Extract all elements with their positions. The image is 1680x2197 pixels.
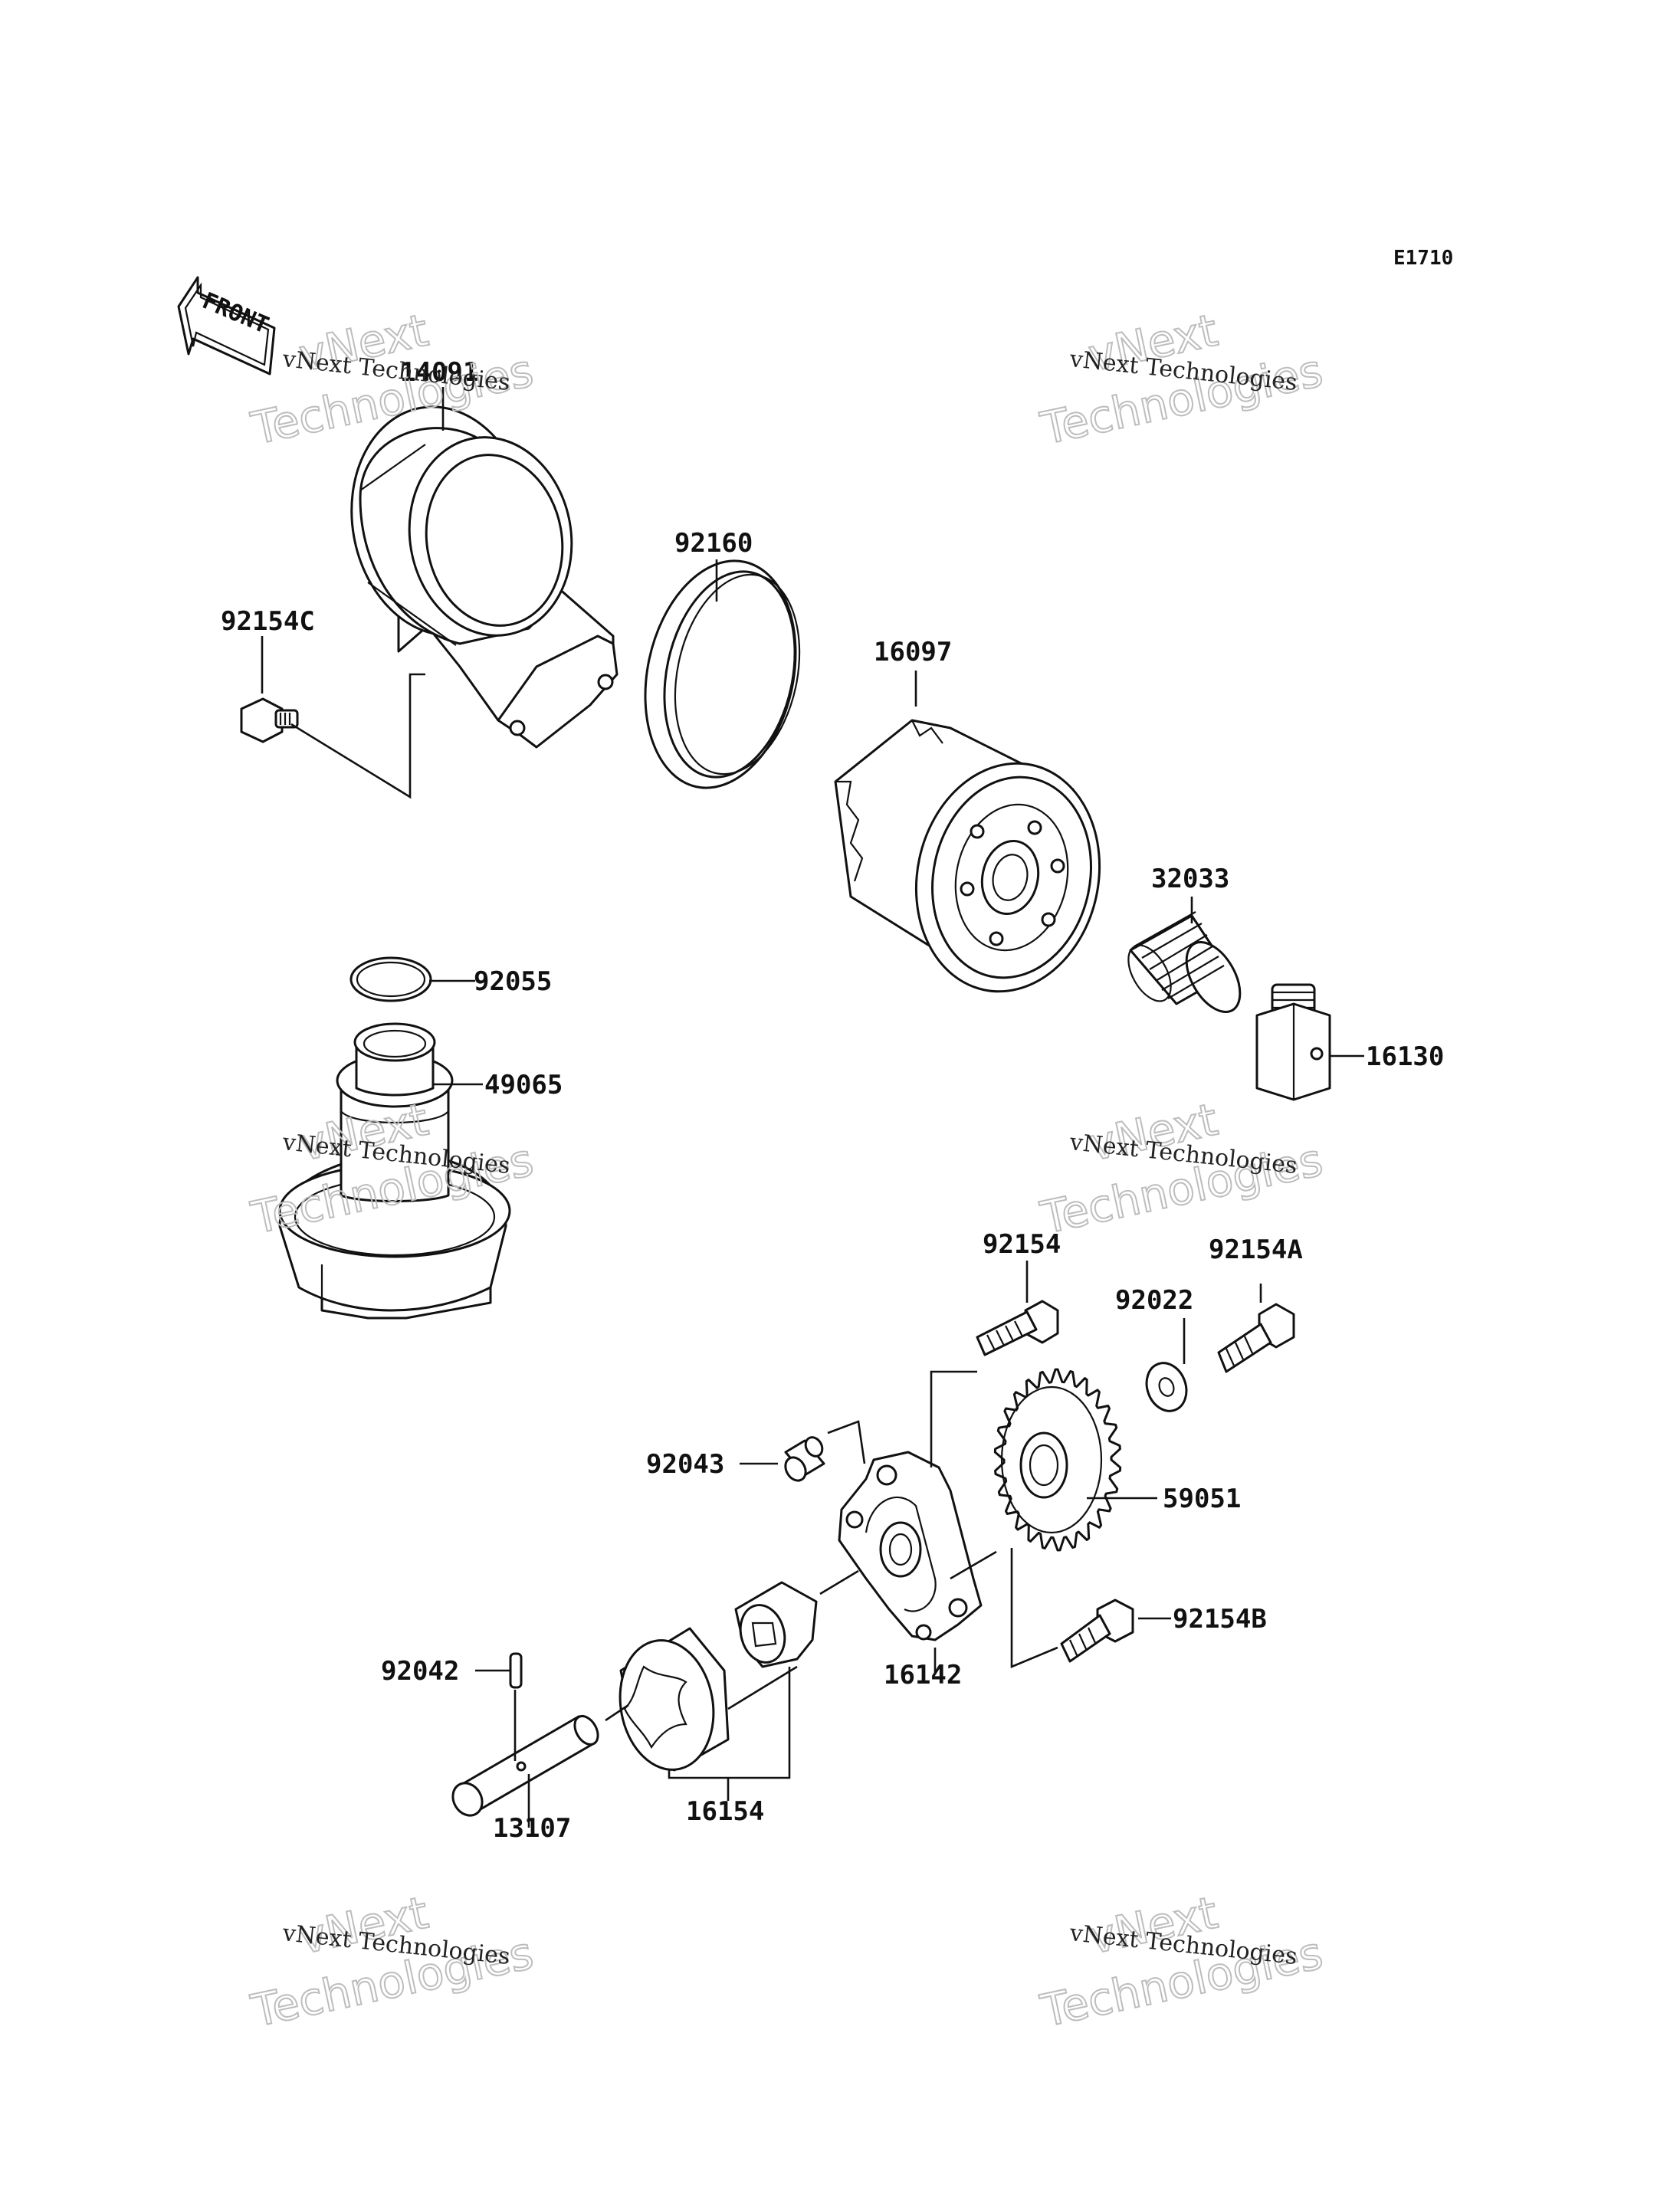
part-label-92154A: 92154A: [1209, 1235, 1303, 1265]
part-label-92022: 92022: [1115, 1285, 1193, 1316]
part-label-14091: 14091: [400, 357, 478, 388]
part-label-49065: 49065: [484, 1070, 563, 1100]
part-label-92055: 92055: [474, 966, 552, 997]
outer-rotor-16154: [619, 1627, 730, 1772]
pump-gear-59051: [993, 1368, 1122, 1552]
oil-filter-cover-14091: [350, 405, 619, 749]
diagram-code: E1710: [1393, 247, 1453, 270]
part-labels: 14091 92160 92154C 16097 32033 92055 490…: [221, 357, 1444, 1844]
bolt-92154: [976, 1300, 1059, 1356]
dowel-pin-92043: [784, 1436, 825, 1482]
oil-filter-16097: [834, 719, 1101, 993]
part-label-16097: 16097: [874, 637, 952, 667]
bypass-fitting-16130: [1255, 983, 1331, 1101]
o-ring-92055: [349, 956, 432, 1002]
part-label-59051: 59051: [1163, 1484, 1241, 1514]
pin-92042: [509, 1652, 523, 1689]
leader-lines: [261, 387, 1364, 1828]
part-label-16154: 16154: [686, 1796, 764, 1827]
part-label-92154: 92154: [983, 1229, 1061, 1260]
part-label-92160: 92160: [674, 528, 753, 559]
part-label-92042: 92042: [381, 1656, 459, 1687]
part-label-16142: 16142: [884, 1660, 962, 1690]
inner-rotor-16154: [734, 1581, 818, 1668]
front-arrow-icon: FRONT: [177, 276, 276, 375]
washer-92022: [1145, 1362, 1188, 1412]
bolt-92154B: [1060, 1599, 1134, 1663]
part-label-32033: 32033: [1151, 864, 1229, 894]
part-label-92043: 92043: [646, 1449, 724, 1480]
seal-ring-92160: [644, 559, 801, 789]
oil-strainer-49065: [278, 1022, 511, 1320]
bolt-92154A: [1217, 1303, 1295, 1373]
spring-32033: [1127, 911, 1242, 1014]
pump-shaft-13107: [451, 1715, 599, 1817]
pump-body-16142: [838, 1451, 983, 1641]
part-label-92154C: 92154C: [221, 606, 315, 637]
part-label-92154B: 92154B: [1173, 1604, 1267, 1635]
bolt-92154C: [240, 697, 299, 743]
part-label-13107: 13107: [493, 1813, 571, 1844]
part-label-16130: 16130: [1366, 1041, 1444, 1072]
